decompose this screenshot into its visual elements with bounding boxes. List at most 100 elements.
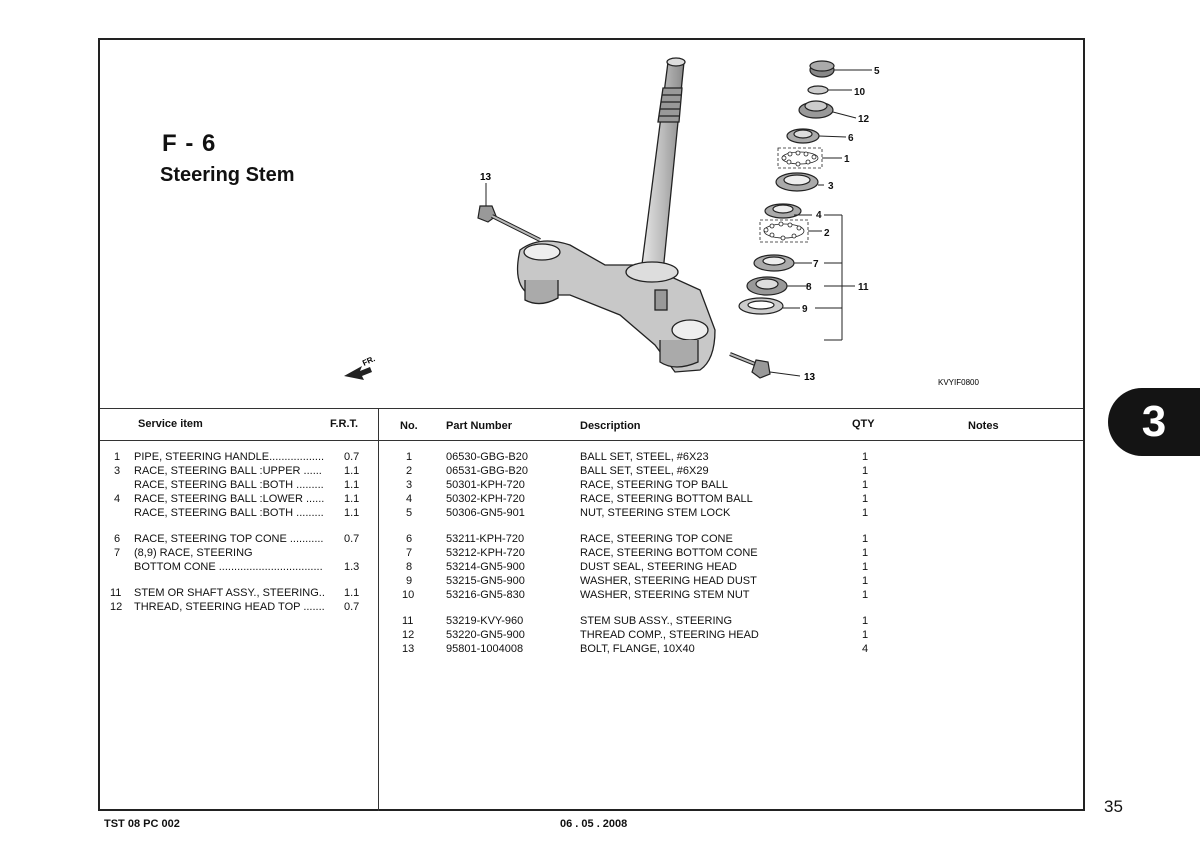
diagram-area: F - 6 Steering Stem (100, 40, 1083, 408)
part-row-no: 8 (406, 561, 413, 573)
page-frame: F - 6 Steering Stem (98, 38, 1085, 811)
service-row-item: (8,9) RACE, STEERING (134, 547, 253, 559)
service-row-frt: 0.7 (344, 451, 360, 463)
part-row-no: 7 (406, 547, 413, 559)
part-row-no: 6 (406, 533, 413, 545)
part-row-number: 06531-GBG-B20 (446, 465, 528, 477)
callout-13-upper: 13 (480, 172, 492, 183)
header-qty: QTY (852, 418, 875, 430)
page-number: 35 (1104, 797, 1123, 816)
part-row-no: 9 (406, 575, 413, 587)
callout-13-lower: 13 (804, 372, 816, 383)
part-row-no: 4 (406, 493, 413, 505)
service-row-no: 11 (110, 587, 122, 599)
service-row-item: RACE, STEERING BALL :LOWER ...... (134, 493, 325, 505)
callout-4: 4 (816, 210, 822, 221)
header-part-number: Part Number (446, 420, 513, 432)
service-row-frt: 1.3 (344, 561, 360, 573)
figure-title: Steering Stem (160, 164, 295, 186)
ball-sets (759, 147, 823, 243)
callout-5: 5 (874, 66, 880, 77)
part-row-description: WASHER, STEERING STEM NUT (580, 589, 750, 601)
header-description: Description (580, 420, 641, 432)
part-row-no: 3 (406, 479, 413, 491)
table-top-border (100, 408, 1083, 409)
service-row-frt: 0.7 (344, 533, 360, 545)
part-row-qty: 1 (862, 533, 869, 545)
footer-doc-code: TST 08 PC 002 (104, 818, 180, 830)
service-row-no: 12 (110, 601, 123, 613)
header-service-item: Service item (138, 418, 203, 430)
part-row-description: RACE, STEERING TOP CONE (580, 533, 733, 545)
service-row-no: 7 (114, 547, 121, 559)
service-row-item: RACE, STEERING TOP CONE ........... (134, 533, 324, 545)
section-tab: 3 (1108, 388, 1200, 456)
steering-stem-diagram: 13 13 (344, 57, 979, 387)
part-row-no: 1 (406, 451, 413, 463)
part-row-qty: 1 (862, 451, 869, 463)
part-row-description: WASHER, STEERING HEAD DUST (580, 575, 757, 587)
part-row-qty: 1 (862, 561, 869, 573)
service-row-item: RACE, STEERING BALL :BOTH ......... (134, 479, 324, 491)
part-row-no: 13 (402, 643, 415, 655)
part-row-number: 50301-KPH-720 (446, 479, 525, 491)
part-row-number: 50306-GN5-901 (446, 507, 525, 519)
header-frt: F.R.T. (330, 418, 359, 430)
service-row-no: 4 (114, 493, 121, 505)
service-row-item: THREAD, STEERING HEAD TOP ....... (134, 601, 325, 613)
footer-date: 06 . 05 . 2008 (560, 818, 628, 830)
figure-code: F - 6 (162, 130, 217, 157)
part-row-number: 53216-GN5-830 (446, 589, 525, 601)
callout-8: 8 (806, 282, 812, 293)
part-row-qty: 1 (862, 629, 869, 641)
front-arrow-icon: FR. (344, 354, 377, 380)
service-row-frt: 1.1 (344, 465, 360, 477)
image-code: KVYIF0800 (938, 378, 979, 387)
part-row-description: DUST SEAL, STEERING HEAD (580, 561, 737, 573)
part-row-qty: 1 (862, 589, 869, 601)
part-row-number: 53212-KPH-720 (446, 547, 525, 559)
part-row-number: 53219-KVY-960 (446, 615, 524, 627)
part-row-qty: 4 (862, 643, 869, 655)
callout-3: 3 (828, 181, 834, 192)
service-row-frt: 1.1 (344, 479, 360, 491)
part-row-number: 53220-GN5-900 (446, 629, 525, 641)
part-row-description: NUT, STEERING STEM LOCK (580, 507, 731, 519)
part-row-number: 53211-KPH-720 (446, 533, 525, 545)
callout-9: 9 (802, 304, 808, 315)
callout-2: 2 (824, 228, 830, 239)
part-row-description: BOLT, FLANGE, 10X40 (580, 643, 695, 655)
part-row-description: STEM SUB ASSY., STEERING (580, 615, 733, 627)
part-row-number: 06530-GBG-B20 (446, 451, 528, 463)
service-row-no: 3 (114, 465, 121, 477)
part-row-description: RACE, STEERING BOTTOM CONE (580, 547, 758, 559)
part-row-description: BALL SET, STEEL, #6X29 (580, 465, 709, 477)
part-row-qty: 1 (862, 465, 869, 477)
part-row-number: 53215-GN5-900 (446, 575, 525, 587)
service-row-item: RACE, STEERING BALL :UPPER ...... (134, 465, 322, 477)
front-label: FR. (361, 354, 376, 368)
service-row-no: 1 (114, 451, 121, 463)
service-row-no: 6 (114, 533, 121, 545)
service-row-item: STEM OR SHAFT ASSY., STEERING.. (134, 587, 325, 599)
part-row-qty: 1 (862, 493, 869, 505)
callout-10: 10 (854, 87, 866, 98)
service-row-item: BOTTOM CONE ............................… (134, 561, 323, 573)
callout-1: 1 (844, 154, 850, 165)
bolt-upper (477, 205, 541, 242)
part-row-number: 50302-KPH-720 (446, 493, 525, 505)
part-row-description: RACE, STEERING BOTTOM BALL (580, 493, 753, 505)
part-row-no: 11 (402, 615, 414, 627)
service-row-frt: 1.1 (344, 507, 360, 519)
part-row-qty: 1 (862, 575, 869, 587)
part-row-qty: 1 (862, 615, 869, 627)
part-row-qty: 1 (862, 547, 869, 559)
part-row-description: RACE, STEERING TOP BALL (580, 479, 728, 491)
table-header-border (100, 440, 1083, 441)
bolt-lower (729, 352, 801, 379)
header-notes: Notes (968, 420, 999, 432)
leader-lines (783, 69, 872, 341)
part-row-no: 10 (402, 589, 415, 601)
part-row-number: 95801-1004008 (446, 643, 524, 655)
callout-11: 11 (858, 282, 869, 293)
